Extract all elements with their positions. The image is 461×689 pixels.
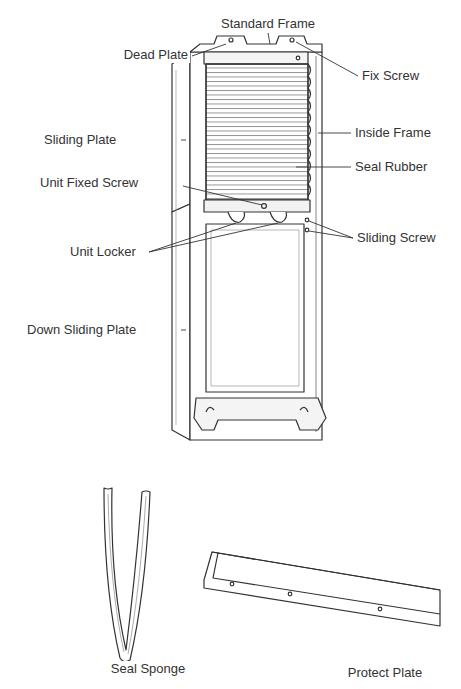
- part-label: Down Sliding Plate: [25, 322, 138, 338]
- divider-bar: [204, 200, 310, 212]
- part-label: Sliding Plate: [42, 132, 118, 148]
- part-label: Protect Plate: [346, 665, 424, 681]
- sliding-screw: [305, 228, 309, 232]
- part-label: Unit Locker: [68, 244, 138, 260]
- part-label: Sliding Screw: [355, 230, 438, 246]
- unit-locker: [270, 212, 287, 222]
- lower-opening: [206, 224, 304, 392]
- protect-plate: [204, 552, 440, 626]
- leader-lines: [149, 33, 358, 330]
- part-label: Unit Fixed Screw: [38, 175, 140, 191]
- seal-sponge: [104, 488, 150, 662]
- fix-screw: [290, 38, 294, 42]
- inside-frame: [308, 64, 311, 196]
- part-label: Fix Screw: [360, 68, 421, 84]
- standard-frame: [190, 52, 322, 440]
- unit-locker: [228, 212, 245, 222]
- sliding-plate: [172, 52, 190, 212]
- part-label: Seal Sponge: [109, 661, 187, 677]
- bottom-base: [194, 398, 326, 430]
- part-label: Standard Frame: [219, 16, 317, 32]
- part-label: Seal Rubber: [353, 159, 429, 175]
- sliding-screw: [305, 218, 309, 222]
- unit-fixed-screw: [262, 204, 267, 209]
- seal-rubber: [206, 64, 308, 200]
- part-label: Dead Plate: [122, 47, 190, 63]
- part-label: Inside Frame: [353, 125, 433, 141]
